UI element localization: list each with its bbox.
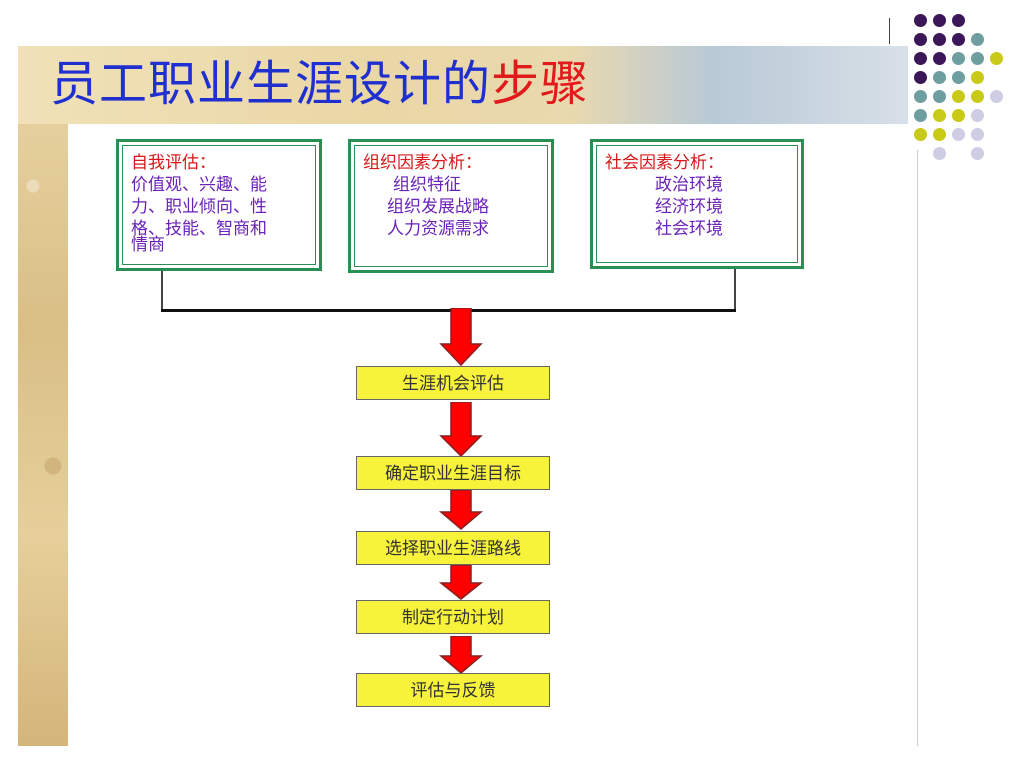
dot [933,71,946,84]
title-banner [18,46,908,124]
dot [971,33,984,46]
arrow-down-icon [439,402,483,457]
arrow-down-icon [439,308,483,366]
box-line: 社会环境 [655,219,723,239]
dot [952,90,965,103]
dot [933,33,946,46]
box-title: 自我评估： [131,153,216,173]
dot [914,14,927,27]
dot [914,128,927,141]
dot [933,90,946,103]
dot [971,52,984,65]
dot [990,90,1003,103]
dot [952,14,965,27]
box-title: 社会因素分析： [605,153,724,173]
box-line: 经济环境 [655,197,723,217]
dot [914,71,927,84]
arrow-down-icon [438,636,484,674]
step-evaluation-feedback: 评估与反馈 [356,673,550,707]
social-factors-box: 社会因素分析： 政治环境 经济环境 社会环境 [590,139,804,269]
title-highlight: 步骤 [491,56,590,112]
box-line: 情商 [131,235,165,255]
dot [952,33,965,46]
arrow-down-icon [438,565,484,600]
dot [971,90,984,103]
box-line: 组织特征 [393,175,461,195]
connector-left [161,271,163,311]
box-line: 组织发展战略 [387,197,489,217]
slide-title: 员工职业生涯设计的步骤 [50,44,589,114]
box-line: 价值观、兴趣、能 [131,175,267,195]
right-divider [917,150,918,746]
self-assessment-box: 自我评估： 价值观、兴趣、能 力、职业倾向、性 格、技能、智商和 情商 [116,139,322,271]
box-line: 人力资源需求 [387,219,489,239]
dot [990,52,1003,65]
step-action-plan: 制定行动计划 [356,600,550,634]
step-set-career-goal: 确定职业生涯目标 [356,456,550,490]
dot [971,128,984,141]
dot [952,71,965,84]
dot [952,109,965,122]
box-line: 政治环境 [655,175,723,195]
dot [914,33,927,46]
dot [933,147,946,160]
box-line: 格、技能、智商和 [131,219,267,239]
dot [914,52,927,65]
corner-line [889,18,890,44]
dot [933,14,946,27]
box-line: 力、职业倾向、性 [131,197,267,217]
box-title: 组织因素分析： [363,153,482,173]
step-career-opportunity-assessment: 生涯机会评估 [356,366,550,400]
parchment-texture [18,46,68,746]
organization-factors-box: 组织因素分析： 组织特征 组织发展战略 人力资源需求 [348,139,554,273]
dot [971,147,984,160]
dot [914,109,927,122]
dot [952,128,965,141]
dot [914,90,927,103]
dot [971,109,984,122]
dot [971,71,984,84]
step-choose-career-path: 选择职业生涯路线 [356,531,550,565]
dot [933,52,946,65]
title-main: 员工职业生涯设计的 [50,56,492,112]
dot [933,128,946,141]
connector-horizontal [161,309,736,312]
dot [933,109,946,122]
connector-right [734,269,736,311]
arrow-down-icon [438,490,484,530]
dot [952,52,965,65]
